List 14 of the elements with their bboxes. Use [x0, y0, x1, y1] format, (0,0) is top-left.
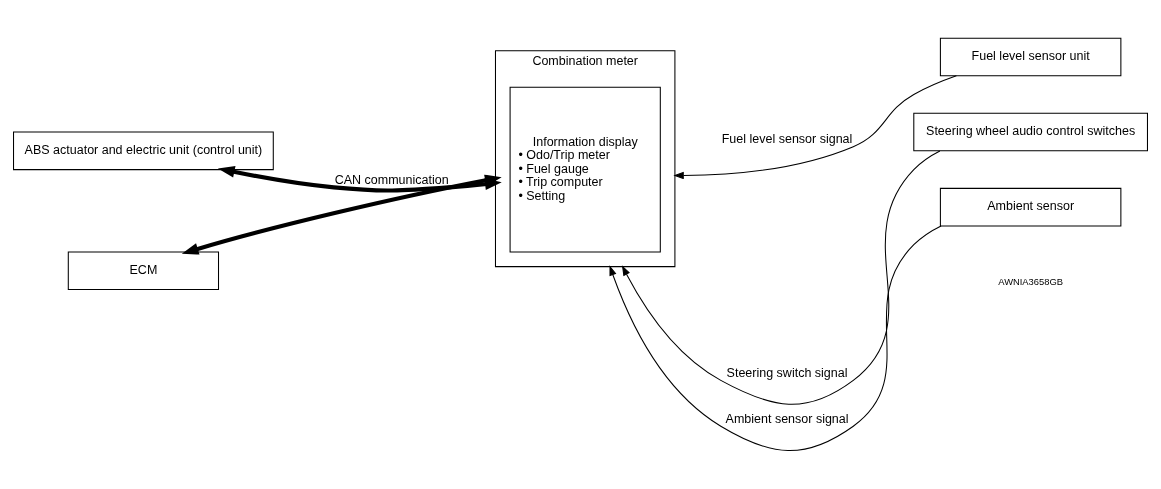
node-box: ECM: [67, 251, 220, 291]
node-box: Fuel level sensor unit: [939, 37, 1122, 77]
edge-label: Ambient sensor signal: [725, 411, 849, 426]
edge-label: CAN communication: [334, 172, 449, 187]
arrow: [621, 150, 941, 405]
edge-label: Steering switch signal: [726, 365, 848, 380]
node-box: Information display • Odo/Trip meter • Fuel gauge • Trip computer • Setting: [509, 86, 661, 253]
arrow: [673, 75, 957, 180]
node-box: Ambient sensor: [939, 187, 1122, 227]
node-box: Steering wheel audio control switches: [913, 112, 1148, 152]
edge-label: Fuel level sensor signal: [721, 132, 853, 147]
arrow: [609, 225, 942, 452]
label: AWNIA3658GB: [998, 276, 1064, 287]
node-box: ABS actuator and electric unit (control unit): [13, 131, 274, 171]
